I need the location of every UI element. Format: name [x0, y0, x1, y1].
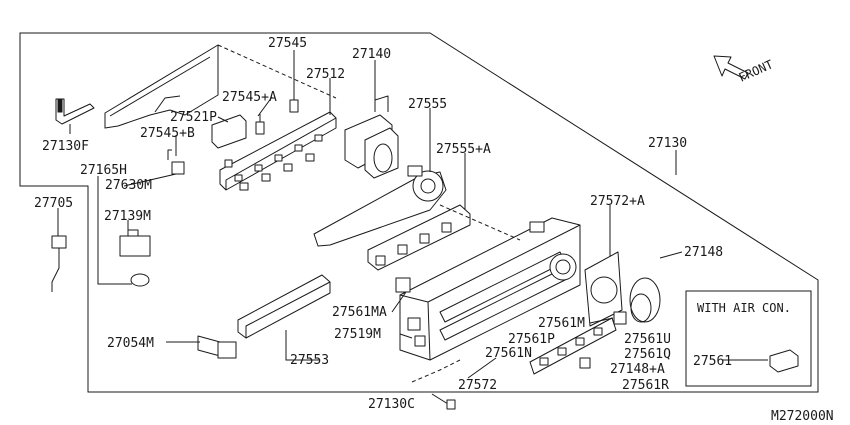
control-unit-housing-part	[399, 217, 581, 361]
screw-27545a-icon	[255, 114, 265, 135]
clip-27165h-icon	[130, 273, 150, 287]
control-knob-part	[629, 277, 661, 323]
callout-27561r: 27561R	[622, 378, 669, 393]
small-bracket-part	[211, 114, 247, 149]
callout-27148-a: 27148+A	[610, 362, 665, 377]
connector-27561ma-icon	[395, 277, 411, 293]
callout-27521p: 27521P	[170, 110, 217, 125]
callout-27555: 27555	[408, 97, 447, 112]
front-direction-arrow-icon	[713, 55, 749, 80]
callout-27165h: 27165H	[80, 163, 127, 178]
callout-27512: 27512	[306, 67, 345, 82]
assembly-guide-line	[439, 204, 521, 241]
screw-27545-icon	[289, 92, 299, 113]
callout-27630m: 27630M	[105, 178, 152, 193]
callout-27561m: 27561M	[538, 316, 585, 331]
dial-plate-hole-icon	[590, 276, 618, 304]
callout-27572-a: 27572+A	[590, 194, 645, 209]
cover-panel-part	[104, 44, 219, 129]
indicator-panel-part	[529, 311, 627, 375]
callout-27561n: 27561N	[485, 346, 532, 361]
module-27139m-part	[119, 229, 151, 257]
callout-27561ma: 27561MA	[332, 305, 387, 320]
callout-27545-b: 27545+B	[140, 126, 195, 141]
inset-indicator-part	[769, 349, 799, 373]
inset-box	[685, 290, 812, 387]
callout-27130: 27130	[648, 136, 687, 151]
callout-27561q: 27561Q	[624, 347, 671, 362]
callout-27555-a: 27555+A	[436, 142, 491, 157]
callout-27561u: 27561U	[624, 332, 671, 347]
inset-title: WITH AIR CON.	[697, 301, 791, 315]
callout-27545-a: 27545+A	[222, 90, 277, 105]
screw-27130c-icon	[431, 393, 456, 410]
callout-27519m: 27519M	[334, 327, 381, 342]
callout-27148: 27148	[684, 245, 723, 260]
sensor-harness-part	[51, 235, 67, 292]
blower-switch-part	[344, 95, 399, 179]
front-label: FRONT	[737, 57, 776, 84]
assembly-guide-line	[217, 44, 337, 99]
leader-lines	[57, 50, 768, 379]
callout-27561p: 27561P	[508, 332, 555, 347]
linkage-27555a-part	[367, 204, 471, 271]
callout-27553: 27553	[290, 353, 329, 368]
callout-27054m: 27054M	[107, 336, 154, 351]
callout-27705: 27705	[34, 196, 73, 211]
dial-plate-part	[584, 251, 623, 327]
connector-27630m-icon	[167, 149, 185, 175]
assembly-frame-outline	[19, 32, 819, 393]
callout-27130c: 27130C	[368, 397, 415, 412]
assembly-guide-line	[411, 359, 461, 383]
linkage-27555-part	[313, 165, 447, 247]
inset-part-number: 27561	[693, 354, 732, 369]
callout-27572: 27572	[458, 378, 497, 393]
callout-27545: 27545	[268, 36, 307, 51]
diagram-code: M272000N	[771, 409, 834, 424]
lever-27553-part	[237, 274, 331, 339]
callout-27130f: 27130F	[42, 139, 89, 154]
bracket-27130f-part	[55, 98, 95, 125]
bulb-socket-part	[197, 335, 237, 359]
callout-27139m: 27139M	[104, 209, 151, 224]
callout-27140: 27140	[352, 47, 391, 62]
